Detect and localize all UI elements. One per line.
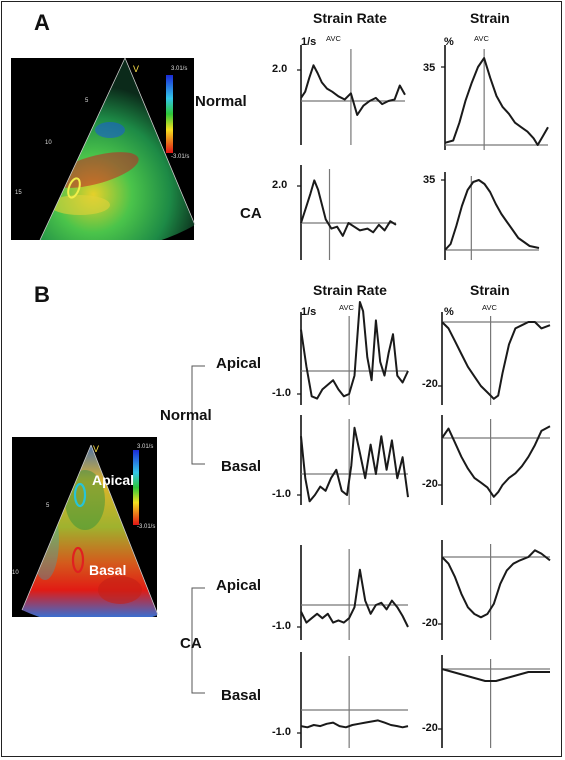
- chart-b-normal-apical-strain-rate: [297, 301, 409, 405]
- chart-a-normal-strain-rate: [297, 45, 406, 145]
- unit-sr-b: 1/s: [301, 306, 317, 318]
- chart-b-normal-basal-strain: [438, 415, 551, 505]
- roi-ellipse-apical: [73, 482, 87, 508]
- avc-label-strain-b: AVC: [482, 303, 497, 312]
- group-label-ca: CA: [180, 635, 202, 652]
- unit-sr-a: 1/s: [301, 36, 317, 48]
- depth-15-a: 15: [15, 190, 22, 196]
- row-label-apical-normal: Apical: [216, 355, 262, 372]
- roi-ellipse-basal: [71, 546, 85, 574]
- header-strain-b: Strain: [470, 282, 510, 298]
- unit-strain-a: %: [444, 36, 454, 48]
- header-strain-rate-a: Strain Rate: [313, 10, 387, 26]
- data-trace: [300, 426, 409, 503]
- tick-sr-b1: -1.0: [272, 387, 291, 399]
- data-trace: [300, 64, 406, 116]
- data-trace: [441, 321, 551, 400]
- tick-strain-b3: -20: [422, 617, 438, 629]
- chart-traces: [297, 45, 551, 748]
- tick-sr-b2: -1.0: [272, 488, 291, 500]
- group-label-normal: Normal: [160, 407, 212, 424]
- depth-10-a: 10: [45, 140, 52, 146]
- tick-sr-b4: -1.0: [272, 726, 291, 738]
- scale-top-b: 3.01/s: [137, 444, 154, 450]
- scale-bottom-a: -3.01/s: [171, 154, 190, 160]
- scale-bottom-b: -3.01/s: [137, 524, 156, 530]
- tick-sr-b3: -1.0: [272, 620, 291, 632]
- depth-5-a: 5: [85, 98, 89, 104]
- data-trace: [300, 719, 409, 729]
- data-trace: [441, 549, 551, 619]
- chart-a-normal-strain: [441, 45, 549, 150]
- row-label-ca-a: CA: [240, 205, 262, 222]
- color-scale-b: [133, 450, 139, 525]
- depth-10-b: 10: [12, 570, 19, 576]
- data-trace: [441, 425, 551, 498]
- depth-5-b: 5: [46, 503, 50, 509]
- panel-letter-a: A: [34, 10, 50, 35]
- chart-b-ca-apical-strain-rate: [297, 545, 409, 640]
- chart-b-ca-basal-strain-rate: [297, 652, 409, 748]
- data-trace: [444, 57, 549, 146]
- color-scale-a: [166, 75, 173, 153]
- tick-strain-normal-a: 35: [423, 62, 436, 74]
- echo-label-basal: Basal: [89, 562, 127, 578]
- echo-image-b: [12, 437, 159, 617]
- tick-strain-b1: -20: [422, 378, 438, 390]
- scale-top-a: 3.01/s: [171, 66, 188, 72]
- tick-strain-b4: -20: [422, 722, 438, 734]
- tick-sr-normal-a: 2.0: [272, 63, 288, 75]
- chart-b-normal-basal-strain-rate: [297, 415, 409, 505]
- tick-strain-ca-a: 35: [423, 174, 436, 186]
- header-strain-rate-b: Strain Rate: [313, 282, 387, 298]
- data-trace: [441, 668, 550, 682]
- chart-a-ca-strain: [441, 172, 540, 260]
- chart-b-normal-apical-strain: [438, 312, 551, 405]
- unit-strain-b: %: [444, 306, 454, 318]
- avc-label-sr-a: AVC: [326, 34, 341, 43]
- data-trace: [300, 179, 397, 237]
- echo-marker-v-b: V: [93, 444, 100, 454]
- data-trace: [300, 568, 409, 628]
- data-trace: [444, 179, 540, 251]
- panel-letter-b: B: [34, 282, 50, 307]
- row-label-apical-ca: Apical: [216, 577, 262, 594]
- chart-b-ca-apical-strain: [438, 540, 551, 640]
- echo-marker-v-a: V: [133, 64, 140, 74]
- echo-image-a: [11, 57, 196, 241]
- data-trace: [300, 301, 409, 400]
- echo-label-apical: Apical: [92, 472, 135, 488]
- chart-b-ca-basal-strain: [438, 655, 550, 748]
- tick-sr-ca-a: 2.0: [272, 179, 288, 191]
- roi-ellipse-a: [67, 177, 81, 199]
- avc-label-strain-a: AVC: [474, 34, 489, 43]
- group-brackets: [191, 365, 205, 694]
- row-label-normal-a: Normal: [195, 93, 247, 110]
- row-label-basal-normal: Basal: [221, 458, 262, 475]
- tick-strain-b2: -20: [422, 478, 438, 490]
- chart-a-ca-strain-rate: [297, 165, 397, 260]
- header-strain-a: Strain: [470, 10, 510, 26]
- row-label-basal-ca: Basal: [221, 687, 262, 704]
- avc-label-sr-b: AVC: [339, 303, 354, 312]
